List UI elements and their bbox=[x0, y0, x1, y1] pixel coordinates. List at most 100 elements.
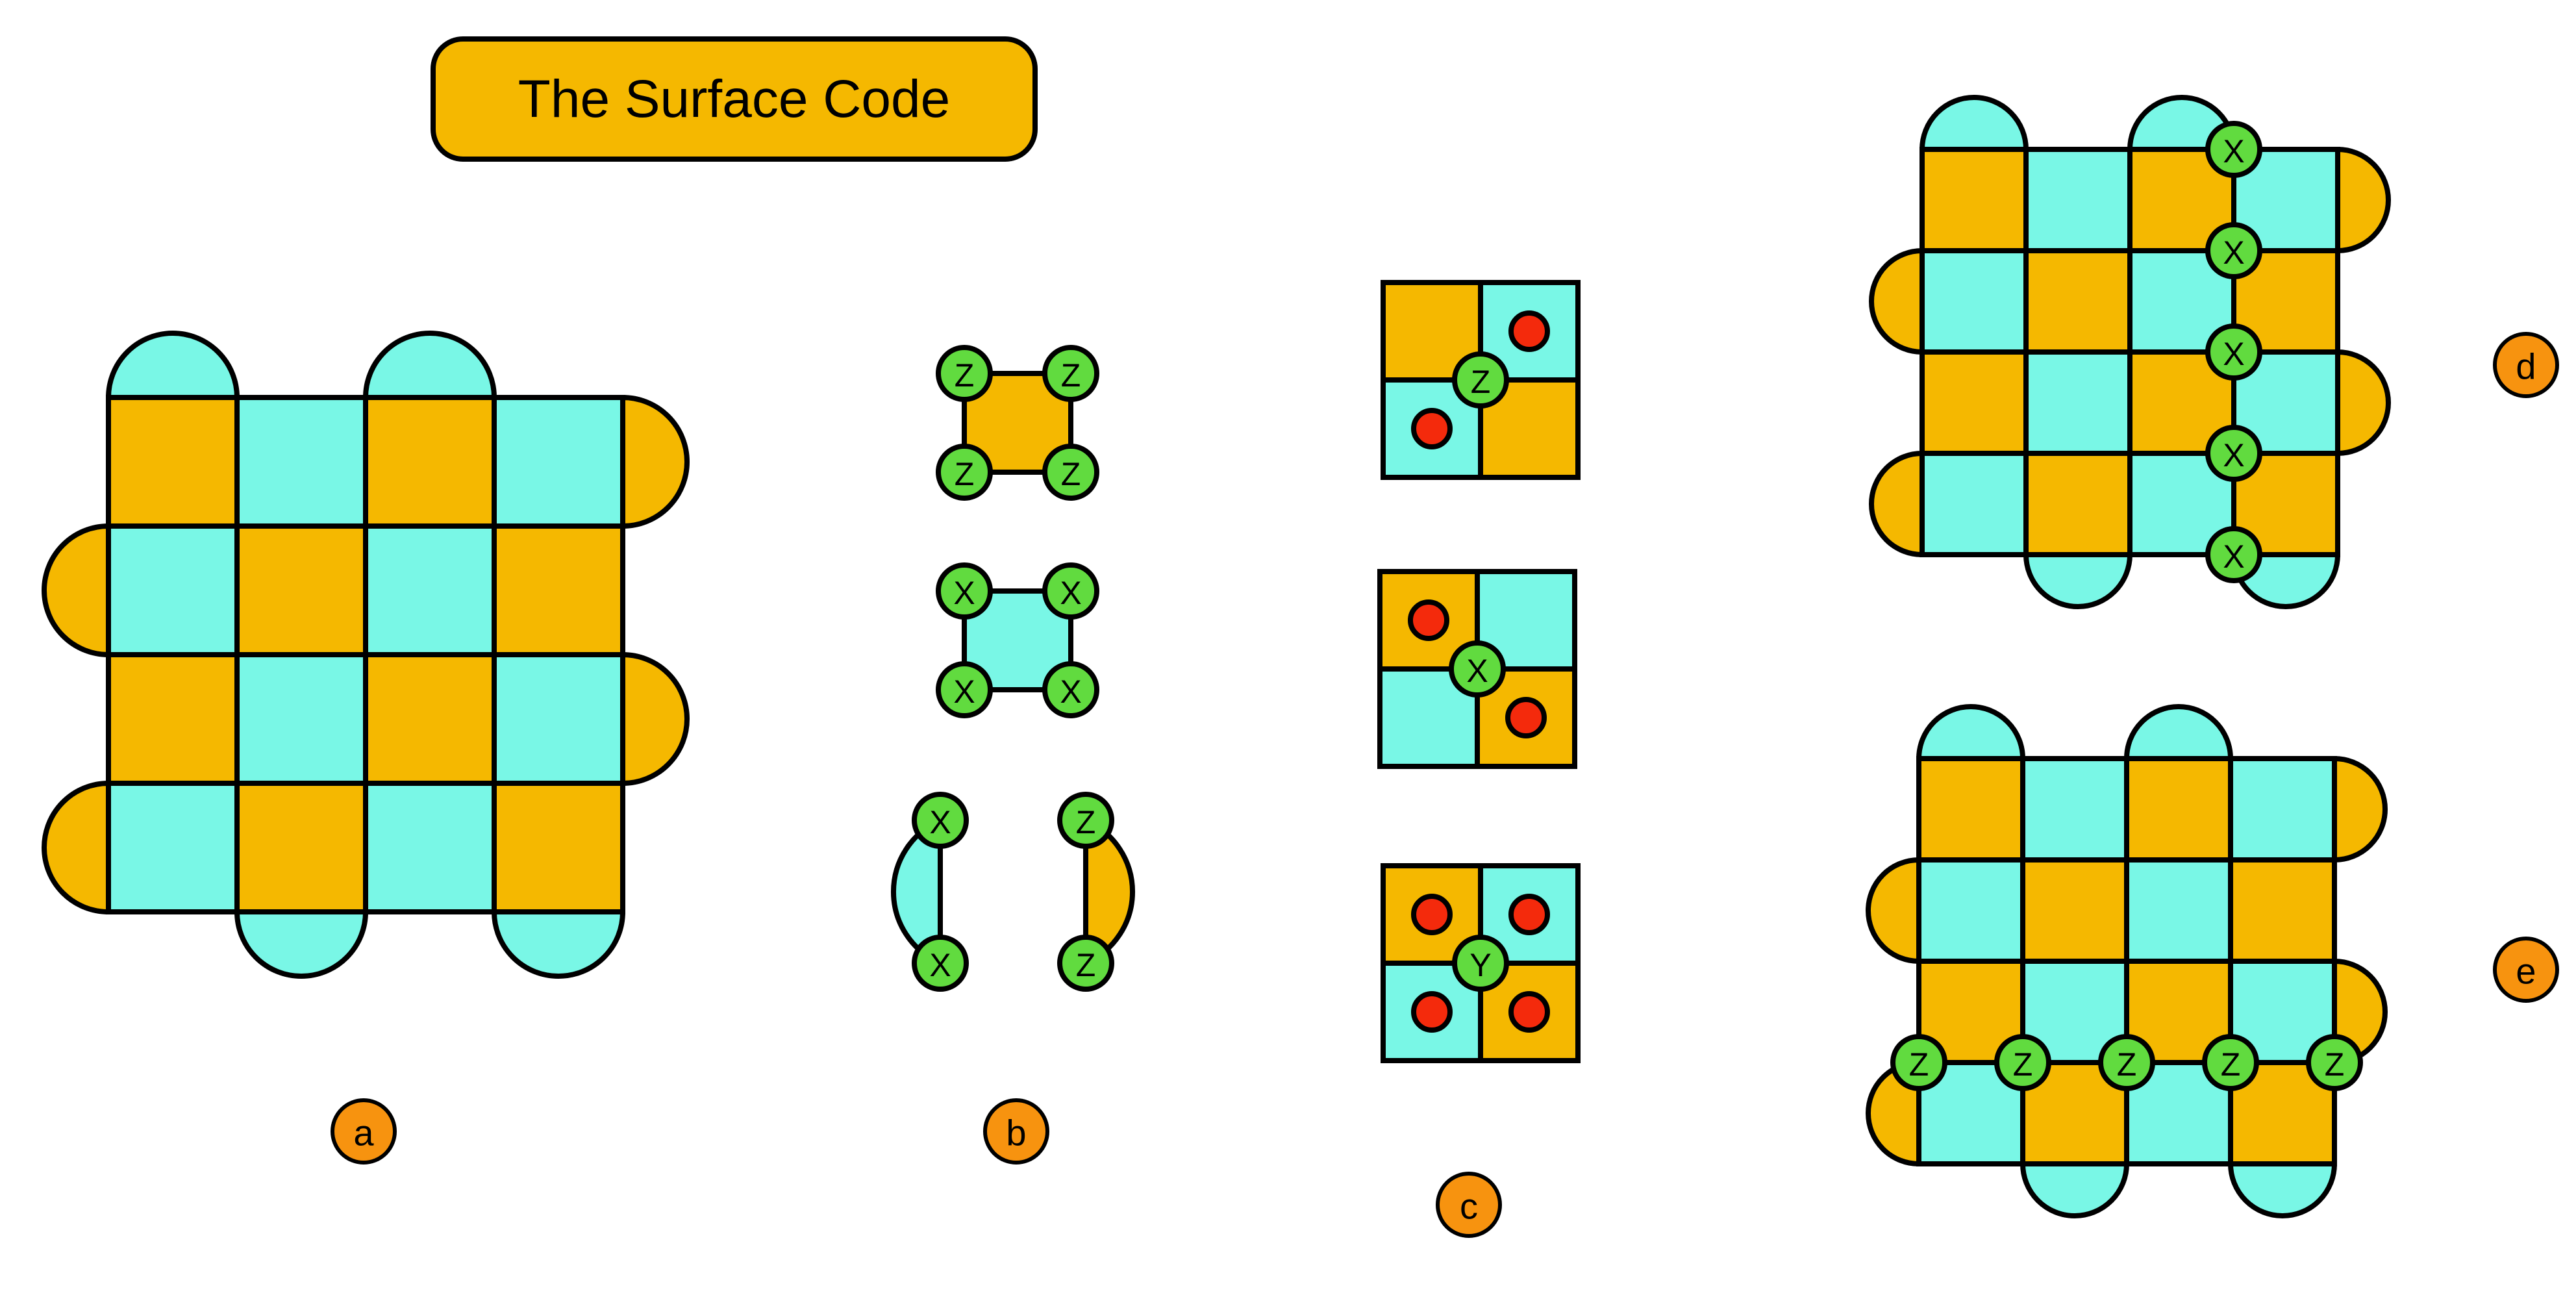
logical-x-qubit-circle bbox=[2205, 121, 2262, 178]
lattice-a-plaquette bbox=[234, 652, 368, 786]
syndrome-dot bbox=[1411, 894, 1453, 935]
z-qubit-circle bbox=[936, 345, 993, 402]
lattice-a-plaquette bbox=[106, 652, 240, 786]
lattice-a-plaquette bbox=[363, 523, 497, 657]
error-example: Z bbox=[1381, 280, 1581, 480]
logical-z-qubit: Z bbox=[2098, 1034, 2155, 1091]
x-qubit-circle bbox=[936, 661, 993, 718]
lattice-d-boundary-bump bbox=[2335, 146, 2391, 254]
panel-label-a-text: a bbox=[353, 1113, 374, 1153]
panel-label-e: e bbox=[2493, 937, 2559, 1003]
error-example: X bbox=[1377, 569, 1577, 769]
lattice-a-boundary-bump bbox=[234, 909, 369, 979]
lattice-e-plaquette bbox=[1916, 756, 2025, 863]
panel-label-e-text: e bbox=[2516, 951, 2536, 992]
lattice-d-plaquette bbox=[1919, 349, 2029, 456]
x-qubit: X bbox=[1042, 562, 1099, 620]
title-box: The Surface Code bbox=[431, 36, 1038, 162]
lattice-a-plaquette bbox=[106, 781, 240, 914]
error-plaquette bbox=[1381, 280, 1483, 383]
lattice-e-plaquette bbox=[2124, 857, 2233, 964]
lattice-a-boundary-bump bbox=[42, 523, 111, 658]
lattice-d-boundary-bump bbox=[2023, 552, 2133, 609]
lattice-a-boundary-bump bbox=[620, 651, 690, 787]
lattice-a-boundary-bump bbox=[491, 909, 626, 979]
lattice-a-plaquette bbox=[363, 395, 497, 529]
lattice-a-plaquette bbox=[106, 395, 240, 529]
logical-x-qubit-circle bbox=[2205, 323, 2262, 381]
logical-z-qubit-label: Z bbox=[2013, 1046, 2033, 1083]
lattice-e-boundary-bump bbox=[1866, 857, 1921, 964]
logical-x-qubit-label: X bbox=[2223, 336, 2244, 372]
page-title: The Surface Code bbox=[518, 69, 951, 129]
error-qubit: Y bbox=[1452, 935, 1509, 992]
logical-z-qubit-circle bbox=[2306, 1034, 2363, 1091]
lattice-d-plaquette bbox=[2023, 147, 2132, 253]
lattice-d-plaquette bbox=[2023, 349, 2132, 456]
logical-z-qubit: Z bbox=[1994, 1034, 2051, 1091]
logical-x-qubit-circle bbox=[2205, 425, 2262, 482]
lattice-e-boundary-bump bbox=[2123, 704, 2234, 761]
logical-x-qubit: X bbox=[2205, 323, 2262, 381]
x-qubit-label: X bbox=[1060, 575, 1081, 611]
lattice-d-plaquette bbox=[2023, 248, 2132, 355]
z-qubit-circle bbox=[1042, 444, 1099, 501]
syndrome-dot bbox=[1508, 894, 1550, 935]
x-qubit-label: X bbox=[1060, 674, 1081, 710]
x-qubit: X bbox=[1042, 661, 1099, 718]
lattice-d-plaquette bbox=[2023, 451, 2132, 557]
panel-label-e-circle bbox=[2493, 937, 2559, 1003]
logical-z-qubit-label: Z bbox=[2221, 1046, 2241, 1083]
error-qubit-circle bbox=[1452, 935, 1509, 992]
syndrome-dot bbox=[1411, 991, 1453, 1033]
x-qubit-circle bbox=[936, 562, 993, 620]
logical-z-qubit-circle bbox=[2098, 1034, 2155, 1091]
lattice-e-plaquette bbox=[2020, 756, 2129, 863]
panel-label-c-circle bbox=[1436, 1172, 1502, 1238]
error-example: Y bbox=[1381, 863, 1581, 1063]
lattice-a-plaquette bbox=[234, 781, 368, 914]
lattice-e-boundary-bump bbox=[2227, 1161, 2338, 1218]
z-qubit: Z bbox=[936, 345, 993, 402]
z-qubit-label: Z bbox=[1061, 456, 1081, 492]
logical-z-qubit-label: Z bbox=[1909, 1046, 1929, 1083]
lattice-d-plaquette bbox=[1919, 147, 2029, 253]
error-qubit: Z bbox=[1452, 351, 1509, 409]
panel-label-d-text: d bbox=[2516, 346, 2536, 387]
z-boundary-qubit-circle bbox=[1057, 792, 1114, 849]
lattice-a-plaquette bbox=[492, 395, 625, 529]
lattice-a-plaquette bbox=[492, 781, 625, 914]
x-boundary-qubit: X bbox=[912, 935, 969, 992]
z-boundary-qubit: Z bbox=[1057, 935, 1114, 992]
x-boundary-qubit-circle bbox=[912, 792, 969, 849]
lattice-a-plaquette bbox=[234, 395, 368, 529]
error-qubit: X bbox=[1449, 640, 1506, 698]
syndrome-dot bbox=[1505, 697, 1547, 738]
error-qubit-label: Z bbox=[1471, 364, 1491, 400]
z-boundary-qubit-circle bbox=[1057, 935, 1114, 992]
panel-label-b-circle bbox=[983, 1098, 1049, 1165]
logical-z-qubit-circle bbox=[2202, 1034, 2259, 1091]
lattice-e-plaquette bbox=[2020, 857, 2129, 964]
logical-x-qubit: X bbox=[2205, 526, 2262, 583]
z-qubit-label: Z bbox=[1061, 357, 1081, 394]
logical-z-qubit-circle bbox=[1890, 1034, 1947, 1091]
logical-z-qubit-label: Z bbox=[2117, 1046, 2137, 1083]
syndrome-dot bbox=[1508, 310, 1550, 352]
z-qubit-circle bbox=[936, 444, 993, 501]
lattice-d-boundary-bump bbox=[2335, 349, 2391, 457]
error-qubit-circle bbox=[1452, 351, 1509, 409]
lattice-d-boundary-bump bbox=[1869, 450, 1925, 558]
panel-a-lattice bbox=[42, 331, 690, 979]
z-boundary-qubit: Z bbox=[1057, 792, 1114, 849]
lattice-a-plaquette bbox=[492, 652, 625, 786]
lattice-a-boundary-bump bbox=[42, 780, 111, 915]
lattice-e-plaquette bbox=[2124, 756, 2233, 863]
lattice-a-plaquette bbox=[363, 652, 497, 786]
lattice-e-plaquette bbox=[2228, 756, 2337, 863]
panel-label-c-text: c bbox=[1460, 1186, 1478, 1227]
logical-x-qubit-label: X bbox=[2223, 234, 2244, 271]
